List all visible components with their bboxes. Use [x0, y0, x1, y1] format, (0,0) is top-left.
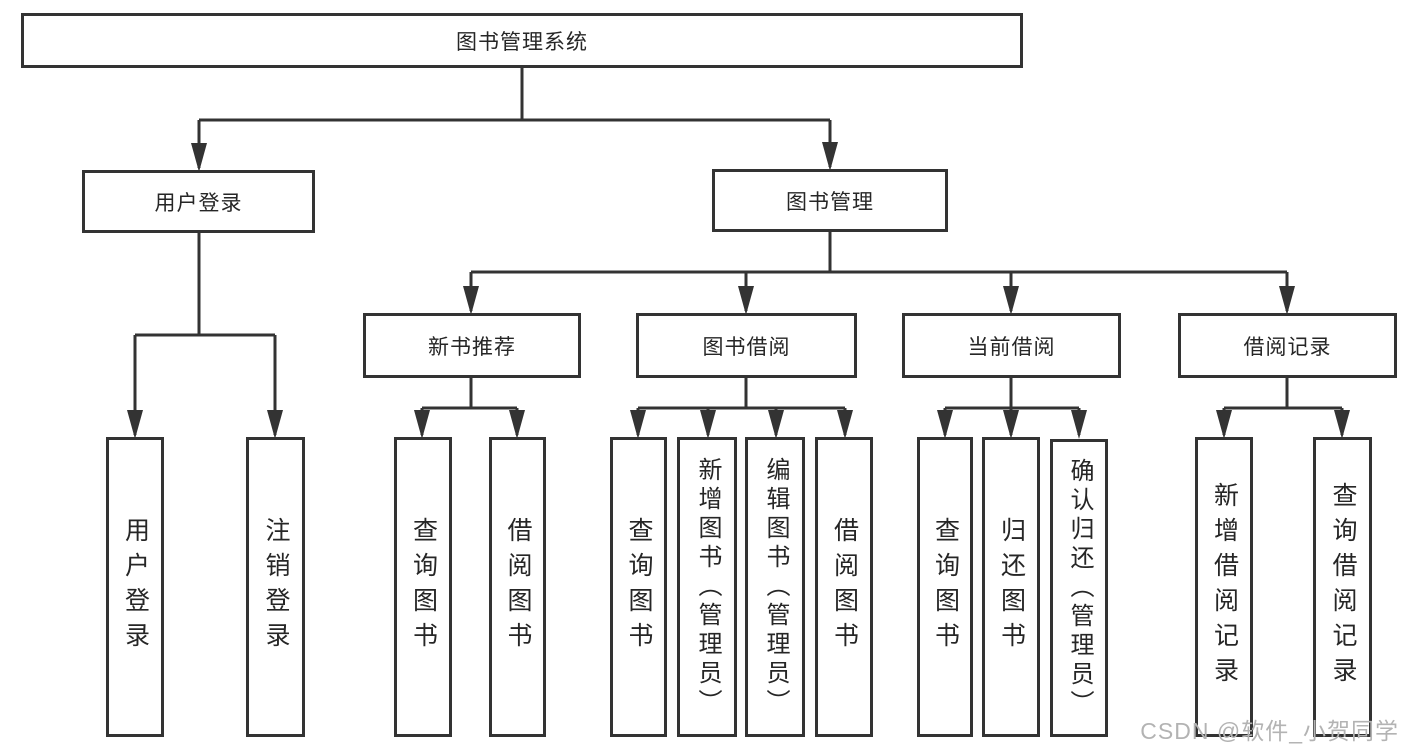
leaf-logout: 注销登录: [246, 437, 305, 737]
leaf-label: 借阅图书: [504, 517, 532, 657]
leaf-add-borrow-record: 新增借阅记录: [1195, 437, 1253, 737]
leaf-add-books-admin: 新增图书（管理员）: [677, 437, 737, 737]
leaf-query-books-borrowing: 查询图书: [610, 437, 667, 737]
leaf-label: 新增图书（管理员）: [694, 456, 721, 718]
node-borrowing-records: 借阅记录: [1178, 313, 1397, 378]
arrowhead-icons: [127, 142, 1350, 439]
leaf-edit-books-admin: 编辑图书（管理员）: [745, 437, 805, 737]
leaf-label: 用户登录: [121, 517, 150, 657]
leaf-borrow-books-recommend: 借阅图书: [489, 437, 546, 737]
node-library-management-system: 图书管理系统: [21, 13, 1023, 68]
leaf-label: 查询图书: [931, 517, 960, 657]
leaf-label: 查询借阅记录: [1329, 482, 1357, 692]
leaf-borrow-books: 借阅图书: [815, 437, 873, 737]
node-book-management-module: 图书管理: [712, 169, 948, 232]
leaf-label: 归还图书: [997, 517, 1026, 657]
node-book-borrowing: 图书借阅: [636, 313, 857, 378]
leaf-label: 确认归还（管理员）: [1066, 457, 1093, 719]
leaf-label: 查询图书: [625, 517, 653, 657]
leaf-query-books-current: 查询图书: [917, 437, 973, 737]
leaf-confirm-return-admin: 确认归还（管理员）: [1050, 439, 1108, 737]
leaf-label: 查询图书: [409, 517, 438, 657]
leaf-return-books: 归还图书: [982, 437, 1040, 737]
node-new-book-recommendation: 新书推荐: [363, 313, 581, 378]
leaf-user-login: 用户登录: [106, 437, 164, 737]
leaf-label: 借阅图书: [830, 517, 859, 657]
tree-edges: [133, 68, 1344, 435]
node-current-borrowing: 当前借阅: [902, 313, 1121, 378]
leaf-query-borrow-record: 查询借阅记录: [1313, 437, 1372, 737]
leaf-label: 新增借阅记录: [1210, 482, 1239, 692]
leaf-query-books-recommend: 查询图书: [394, 437, 452, 737]
leaf-label: 注销登录: [262, 517, 290, 657]
leaf-label: 编辑图书（管理员）: [762, 456, 789, 718]
node-user-login-module: 用户登录: [82, 170, 315, 233]
